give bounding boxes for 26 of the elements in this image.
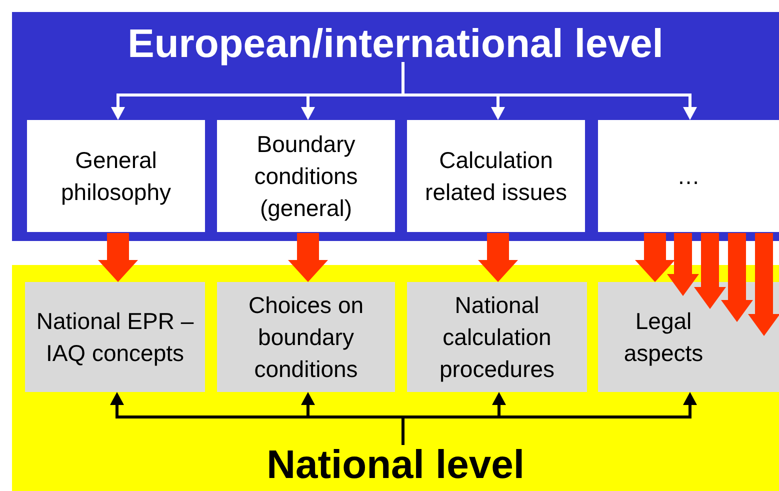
topic-box bbox=[407, 120, 585, 232]
topic-box bbox=[217, 120, 395, 232]
arrow bbox=[402, 392, 697, 445]
box-label: National EPR – IAQ concepts bbox=[35, 307, 195, 368]
arrow bbox=[288, 233, 328, 282]
box-label: Legal aspects bbox=[622, 307, 704, 368]
topic-box bbox=[25, 282, 205, 392]
topic-box bbox=[598, 120, 779, 232]
box-label: Boundary conditions (general) bbox=[253, 130, 359, 223]
level-band bbox=[12, 265, 779, 491]
topic-box bbox=[407, 282, 587, 392]
topic-box bbox=[27, 120, 205, 232]
arrow bbox=[478, 233, 518, 282]
topic-box bbox=[217, 282, 395, 392]
arrow bbox=[635, 233, 675, 282]
box-label: General philosophy bbox=[60, 146, 172, 207]
arrow bbox=[98, 233, 138, 282]
band-heading: National level bbox=[266, 445, 526, 485]
box-label: National calculation procedures bbox=[438, 291, 556, 384]
level-band bbox=[12, 12, 779, 241]
arrow bbox=[667, 233, 699, 296]
arrow bbox=[402, 62, 697, 120]
band-heading: European/international level bbox=[126, 24, 664, 64]
box-label: Choices on boundary conditions bbox=[247, 291, 365, 384]
box-label: Calculation related issues bbox=[424, 146, 568, 207]
box-label: … bbox=[677, 162, 700, 191]
